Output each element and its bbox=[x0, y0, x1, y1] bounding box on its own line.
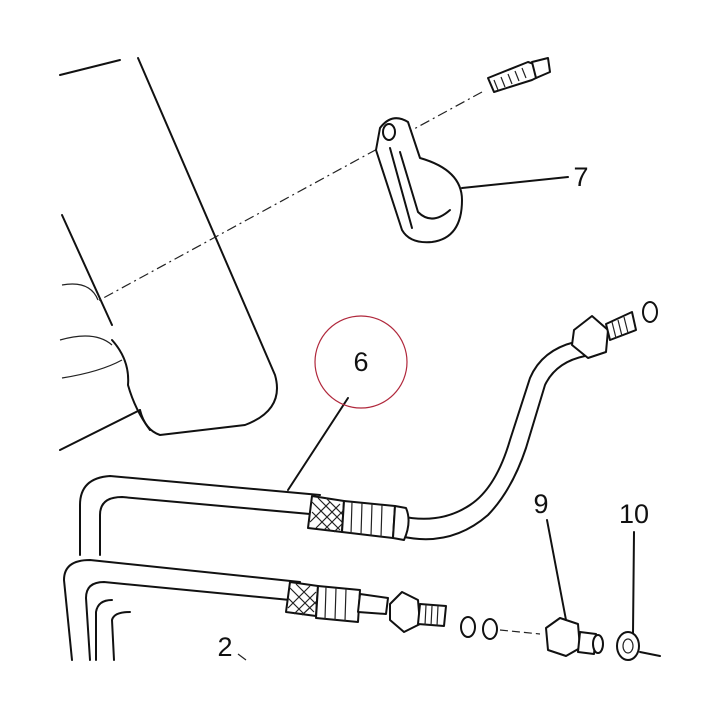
assembly-centerline bbox=[95, 91, 483, 303]
leader-line-2 bbox=[237, 653, 247, 661]
banjo-fitting-part-9 bbox=[545, 519, 604, 657]
callout-label-10: 10 bbox=[619, 499, 649, 529]
fork-leg-housing bbox=[59, 57, 278, 451]
leader-line-6 bbox=[287, 397, 349, 491]
page-bottom-margin bbox=[0, 661, 720, 720]
mounting-bolt bbox=[95, 57, 551, 303]
callout-label-6: 6 bbox=[353, 347, 368, 377]
brake-hose-upper-part-6 bbox=[79, 301, 658, 556]
hose-clamp-part-7 bbox=[375, 117, 569, 244]
brake-hose-lower bbox=[63, 559, 541, 661]
callout-label-7: 7 bbox=[573, 162, 588, 192]
highlight-circle bbox=[314, 315, 408, 409]
washer-part-10 bbox=[616, 531, 661, 661]
callout-label-2: 2 bbox=[217, 632, 232, 662]
callout-label-9: 9 bbox=[533, 489, 548, 519]
